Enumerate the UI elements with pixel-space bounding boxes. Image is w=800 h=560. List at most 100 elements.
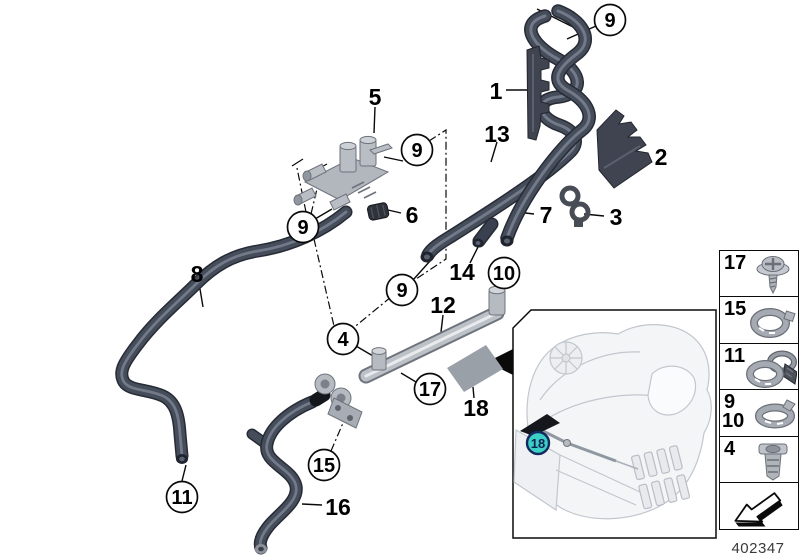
sidebar-item-17[interactable]: 17 [719,250,799,298]
label-12[interactable]: 12 [430,292,456,318]
hose-14-body [474,219,497,246]
pipe-12-sheen [364,311,499,378]
bracket-2-ridge [603,145,641,169]
screw-rivet-icon [756,256,790,295]
document-number: 402347 [731,540,785,557]
valve-port-lowleft-end [293,194,303,206]
sidebar-item-direction[interactable] [719,482,799,531]
balloon-18-circle [525,430,551,456]
hose-13-sheen [426,14,579,257]
label-6[interactable]: 6 [406,202,419,228]
base-rails [555,454,641,506]
hose-8 [115,205,353,464]
tee-port-upper-bore [320,379,330,389]
balloon-9-top[interactable]: 9 [593,3,627,37]
heater-cowl-line [539,351,641,401]
balloon-circle [326,322,360,356]
balloon-label: 9 [604,10,615,32]
valve-bracket-arm [369,143,393,155]
sidebar-number-9: 9 [724,391,736,414]
label-7[interactable]: 7 [540,202,553,228]
label-5[interactable]: 5 [369,84,382,110]
dashline-9-chain [412,128,447,282]
sidebar-number-17: 17 [724,252,747,274]
sidebar-number-15: 15 [724,298,747,321]
hose-13 [420,9,584,263]
bracket-2 [596,109,653,189]
balloon-circle [413,372,447,406]
hose-7-end-bore [504,238,510,244]
direction-arrow-icon [734,492,783,527]
balloon-label: 9 [396,280,407,302]
fastener-key-sidebar: 17 15 11 9 10 [719,250,799,531]
hose-14-end-bore [475,241,481,245]
leader-6 [387,209,402,214]
label-16[interactable]: 16 [325,494,351,520]
valve-assembly-5 [293,135,393,211]
label-1[interactable]: 1 [490,78,503,104]
label-14[interactable]: 14 [449,259,475,285]
balloon-circle [286,210,320,244]
hose-8-outline [115,205,353,463]
label-3[interactable]: 3 [610,204,623,230]
balloon-9-right[interactable]: 9 [400,133,434,167]
hose-16-elbow-collar [309,388,331,407]
plate-hole-a [335,405,341,411]
balloon-label: 10 [493,263,515,285]
balloon-9-left[interactable]: 9 [286,210,320,244]
leader-16 [301,503,323,506]
leader-4 [355,345,374,357]
leader-9-mid [412,260,431,281]
hose-clamp-flat-icon [755,399,796,429]
hose-8-end-bore [179,456,185,462]
adhesive-pad-18 [447,345,503,392]
balloon-15[interactable]: 15 [307,448,341,482]
leader-17 [400,372,417,383]
balloon-10[interactable]: 10 [487,256,521,290]
dashline-valve-a [296,167,307,213]
sidebar-item-11[interactable]: 11 [719,342,799,391]
hose-clamp-pair-icon [746,350,797,388]
sidebar-item-9-10[interactable]: 9 10 [719,389,799,438]
hose-13-end-bore [424,254,430,260]
corner-mark-a [291,158,304,167]
balloon-circle [307,448,341,482]
pad-18-installed [520,414,560,436]
balloon-circle [487,256,521,290]
hose-14 [472,217,499,248]
balloon-circle [165,480,199,514]
balloon-callouts: 9 9 9 9 10 4 17 15 [165,3,627,514]
pipe-joint [563,439,571,447]
grille-slats [631,445,691,510]
solenoid-cap-a [339,141,357,151]
balloon-label: 9 [297,217,308,239]
balloon-label: 9 [411,140,422,162]
balloon-17[interactable]: 17 [413,372,447,406]
balloon-11[interactable]: 11 [165,480,199,514]
clamp-3-foot [574,220,583,227]
hose-7 [500,4,596,247]
clamp-3-ring-b [569,201,591,223]
solenoid-cap-b [359,135,377,145]
hose-16-end-bore [258,546,264,552]
hose-7-sheen [505,9,591,240]
valve-body [303,157,390,201]
clamp-bracket-3 [559,185,591,227]
balloon-label: 4 [337,329,349,351]
balloon-label: 17 [419,379,441,401]
label-18[interactable]: 18 [463,395,489,421]
label-2[interactable]: 2 [655,144,668,170]
label-13[interactable]: 13 [484,121,510,147]
balloon-9-mid[interactable]: 9 [385,273,419,307]
valve-ribs [351,181,377,199]
balloon-4[interactable]: 4 [326,322,360,356]
balloon-18-highlighted[interactable]: 18 [525,430,551,456]
hoses [115,4,596,555]
leader-9-right [383,156,404,162]
label-8[interactable]: 8 [191,261,204,287]
sidebar-item-4[interactable]: 4 [719,435,799,484]
sidebar-item-15[interactable]: 15 [719,296,799,345]
leader-5 [373,106,376,134]
balloon-circle [593,3,627,37]
